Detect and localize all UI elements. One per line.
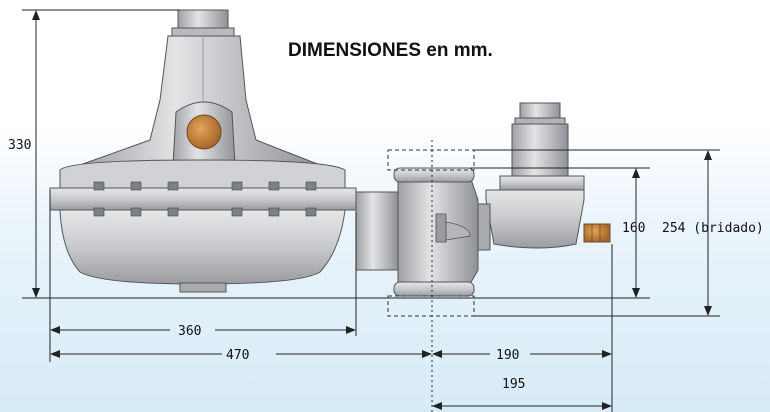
valve-body — [355, 149, 479, 317]
dim-160-label: 160 — [622, 221, 645, 236]
dim-360-label: 360 — [178, 324, 201, 339]
pilot-regulator — [477, 102, 611, 251]
title: DIMENSIONES en mm. — [288, 40, 493, 61]
dimension-lines — [22, 9, 720, 412]
dimension-arrows — [32, 10, 712, 410]
dim-254-label: 254 (bridado) — [662, 221, 764, 236]
pivot-plug — [186, 114, 222, 150]
dim-195-label: 195 — [502, 377, 525, 392]
regulator-main — [49, 9, 357, 293]
dim-470-label: 470 — [226, 348, 249, 363]
dim-190-label: 190 — [496, 348, 519, 363]
dim-330-label: 330 — [8, 138, 31, 153]
brass-fitting — [583, 223, 611, 243]
